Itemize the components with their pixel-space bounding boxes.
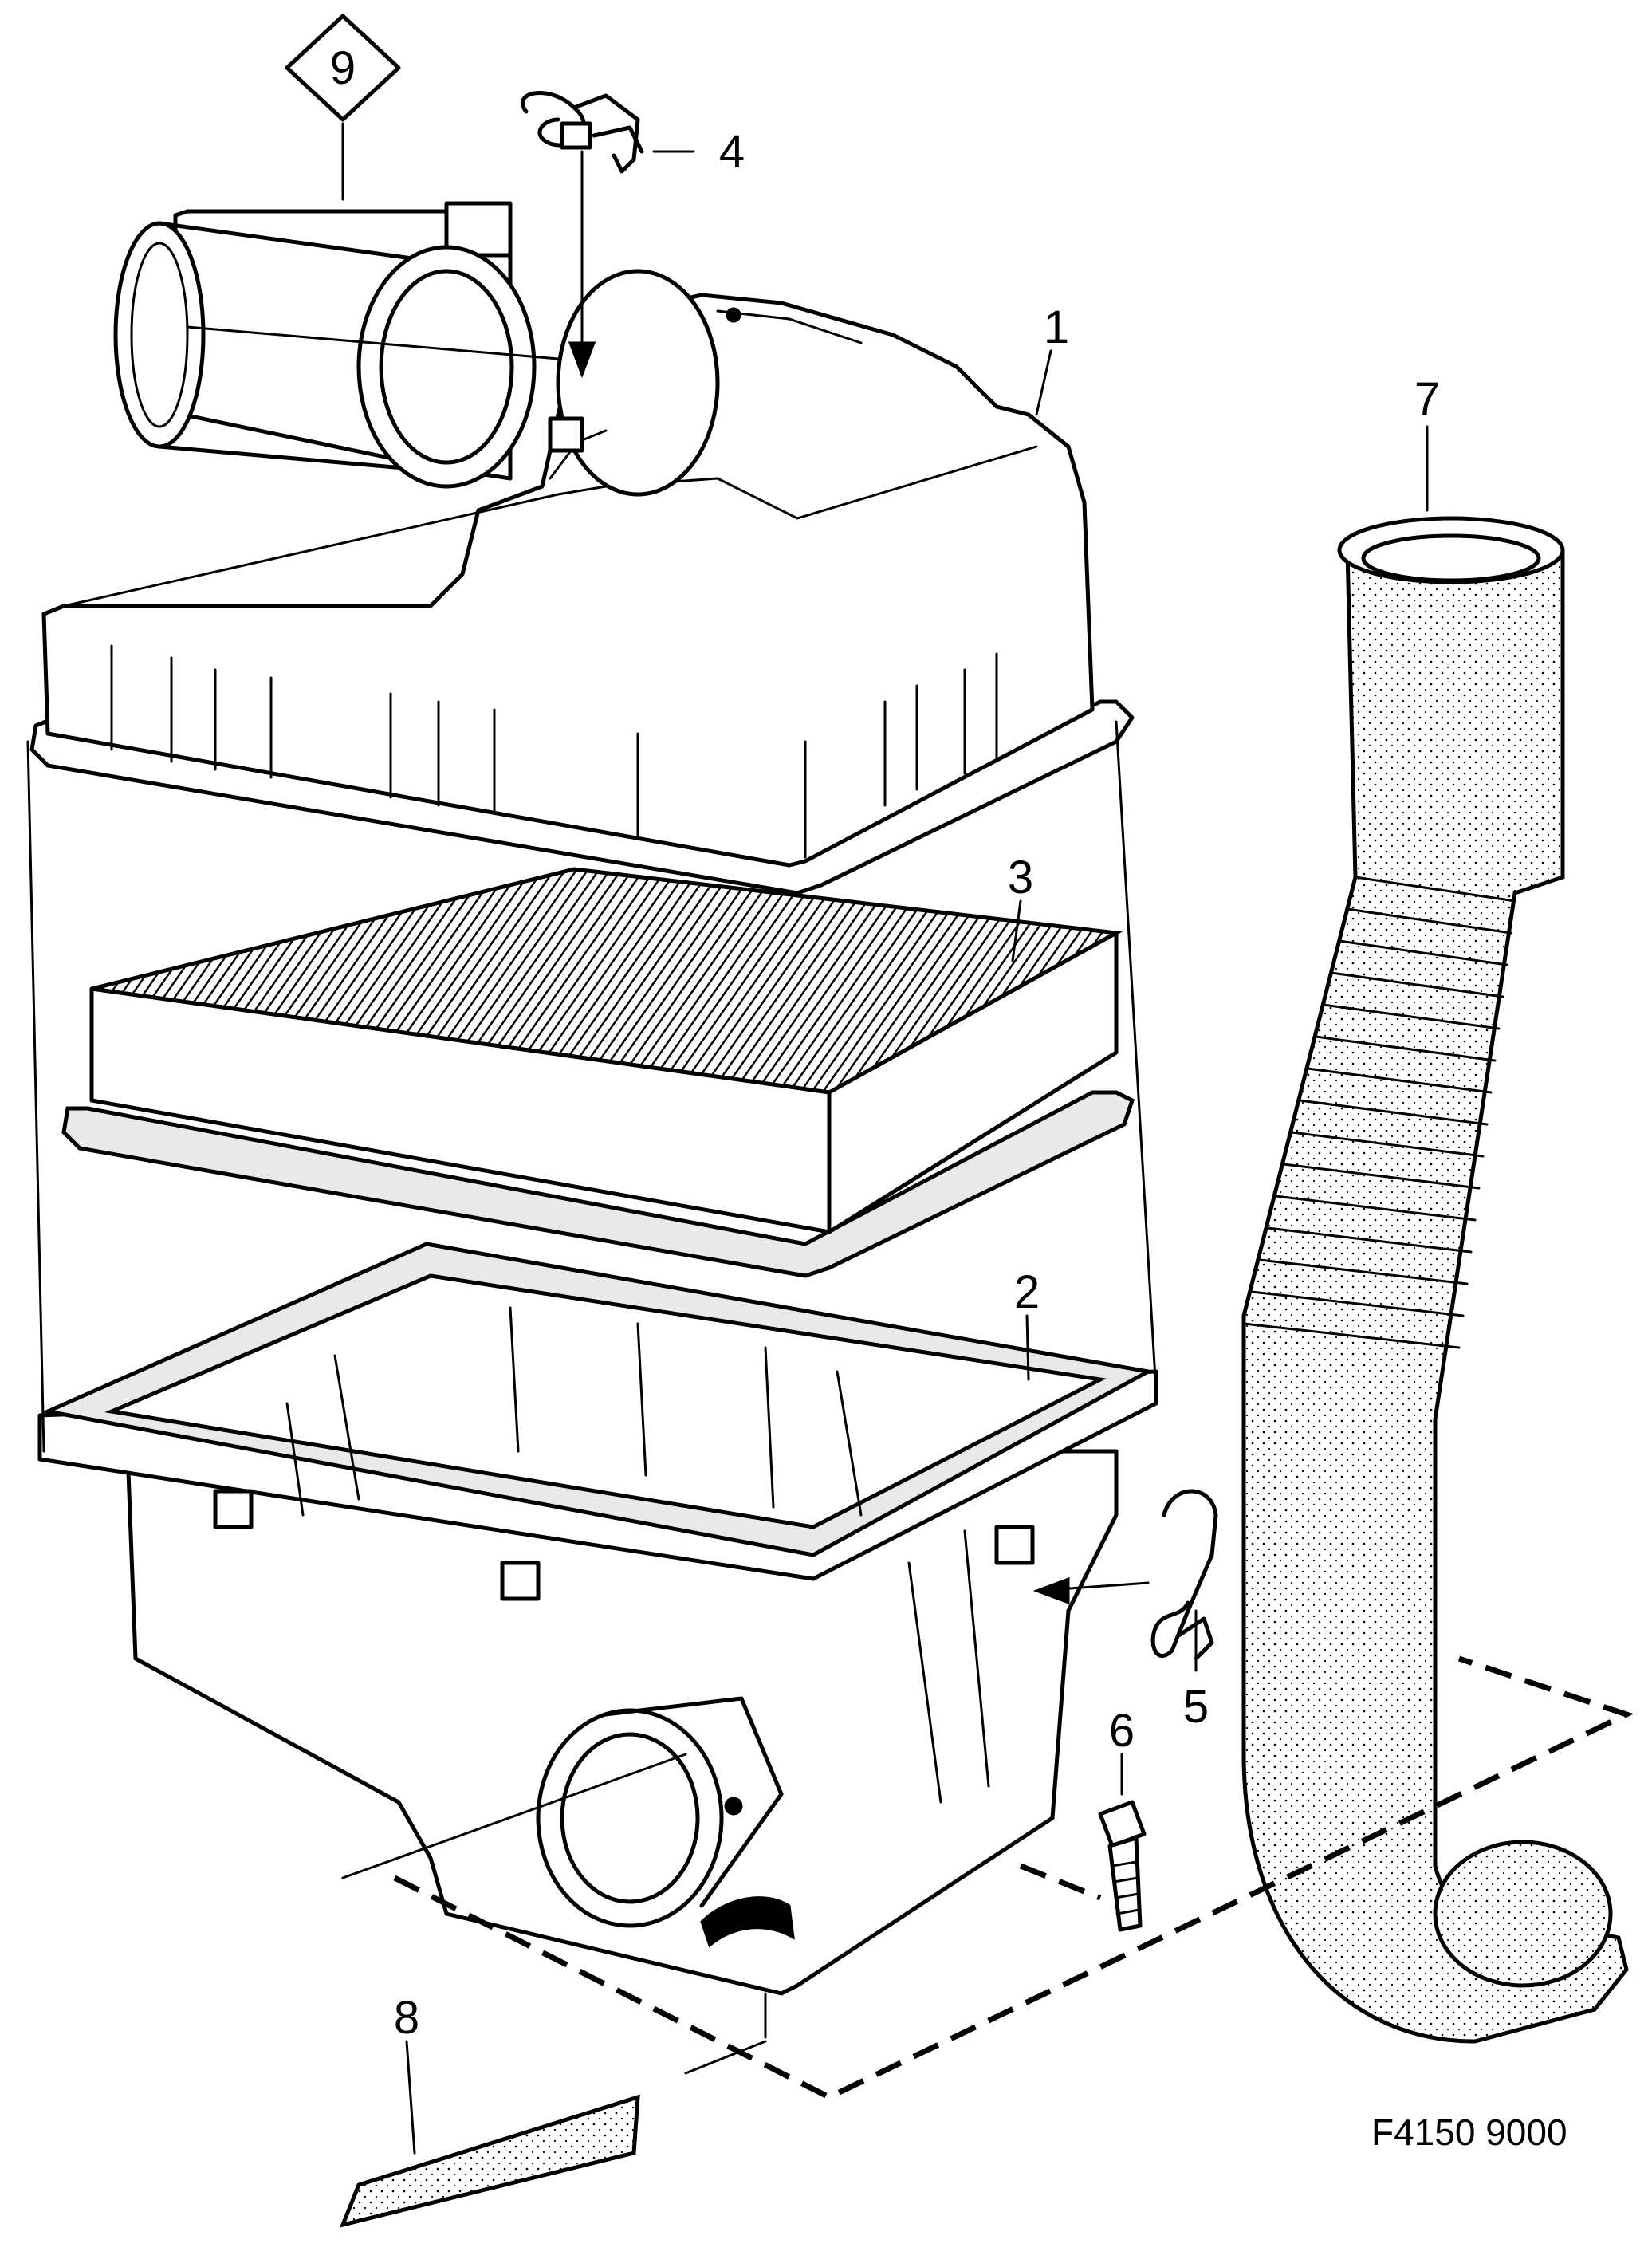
callout-3-label: 3 bbox=[1008, 852, 1033, 903]
callout-4-label: 4 bbox=[719, 126, 745, 178]
callout-5-label: 5 bbox=[1183, 1681, 1209, 1733]
hose-clamp-side bbox=[1150, 1489, 1218, 1661]
intake-hose bbox=[1241, 516, 1629, 2044]
callout-9: 9 bbox=[285, 14, 401, 122]
foam-strip bbox=[339, 2094, 640, 2228]
bolt bbox=[1098, 1800, 1147, 1932]
filter-element bbox=[61, 867, 1135, 1278]
callout-2-label: 2 bbox=[1014, 1266, 1040, 1318]
callout-leaders bbox=[341, 122, 1429, 2155]
air-mass-meter bbox=[113, 201, 560, 489]
callout-9-label: 9 bbox=[330, 42, 356, 94]
callout-1-label: 1 bbox=[1044, 301, 1069, 353]
hose-clamp-top bbox=[520, 91, 644, 174]
air-cleaner-cover bbox=[30, 269, 1135, 895]
callout-6-label: 6 bbox=[1109, 1705, 1135, 1757]
callout-7-label: 7 bbox=[1414, 373, 1440, 425]
figure-code: F4150 9000 bbox=[1371, 2112, 1567, 2153]
reference-lines bbox=[26, 150, 1634, 2100]
air-cleaner-lower-housing bbox=[37, 1242, 1158, 1996]
callout-8-label: 8 bbox=[394, 1992, 419, 2044]
